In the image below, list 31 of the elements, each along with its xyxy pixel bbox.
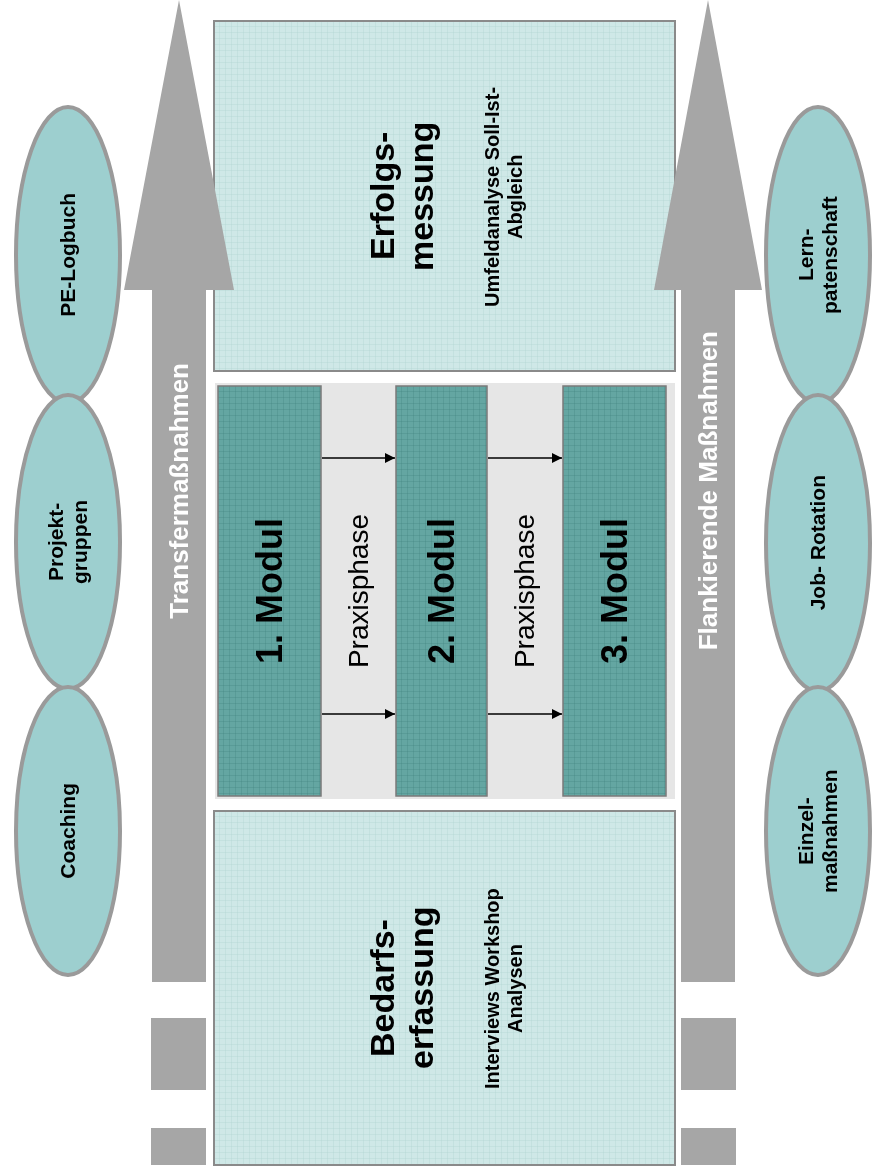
node-text: Coaching (56, 783, 80, 879)
module-label: 3. Modul (593, 518, 636, 664)
oval-node (14, 393, 122, 691)
arrow (487, 452, 563, 464)
node-text: Job- Rotation (806, 475, 830, 611)
box-heading: Bedarfs- erfassung (362, 905, 441, 1072)
module-label: 1. Modul (248, 518, 291, 664)
phase-label: Praxisphase (509, 513, 541, 669)
arrow (321, 452, 396, 464)
oval-node (14, 685, 122, 977)
arrow (321, 708, 396, 720)
module-label: 2. Modul (420, 518, 463, 664)
process-box (213, 810, 676, 1166)
node-text: Projekt- gruppen (44, 499, 92, 586)
phase-label: Praxisphase (342, 513, 375, 669)
node-text: PE-Logbuch (56, 193, 80, 317)
oval-node (764, 685, 872, 977)
process-box (213, 20, 676, 372)
box-heading: Erfolgs- messung (362, 120, 441, 273)
arrow-label: Transfermaßnahmen (163, 363, 195, 619)
node-text: Lern- patenschaft (794, 195, 842, 316)
node-text: Einzel- maßnahmen (794, 768, 842, 895)
arrow (487, 708, 563, 720)
module-box (395, 385, 488, 797)
body-text: Interviews Workshop Analysen (480, 886, 527, 1091)
body-text: Umfeldanalyse Soll-Ist-Abgleich (480, 84, 527, 309)
arrow-label: Flankierende Maßnahmen (692, 331, 724, 651)
module-box (217, 385, 322, 797)
module-box (562, 385, 667, 797)
arrow-shape (124, 0, 234, 982)
arrow-shape (654, 0, 762, 982)
